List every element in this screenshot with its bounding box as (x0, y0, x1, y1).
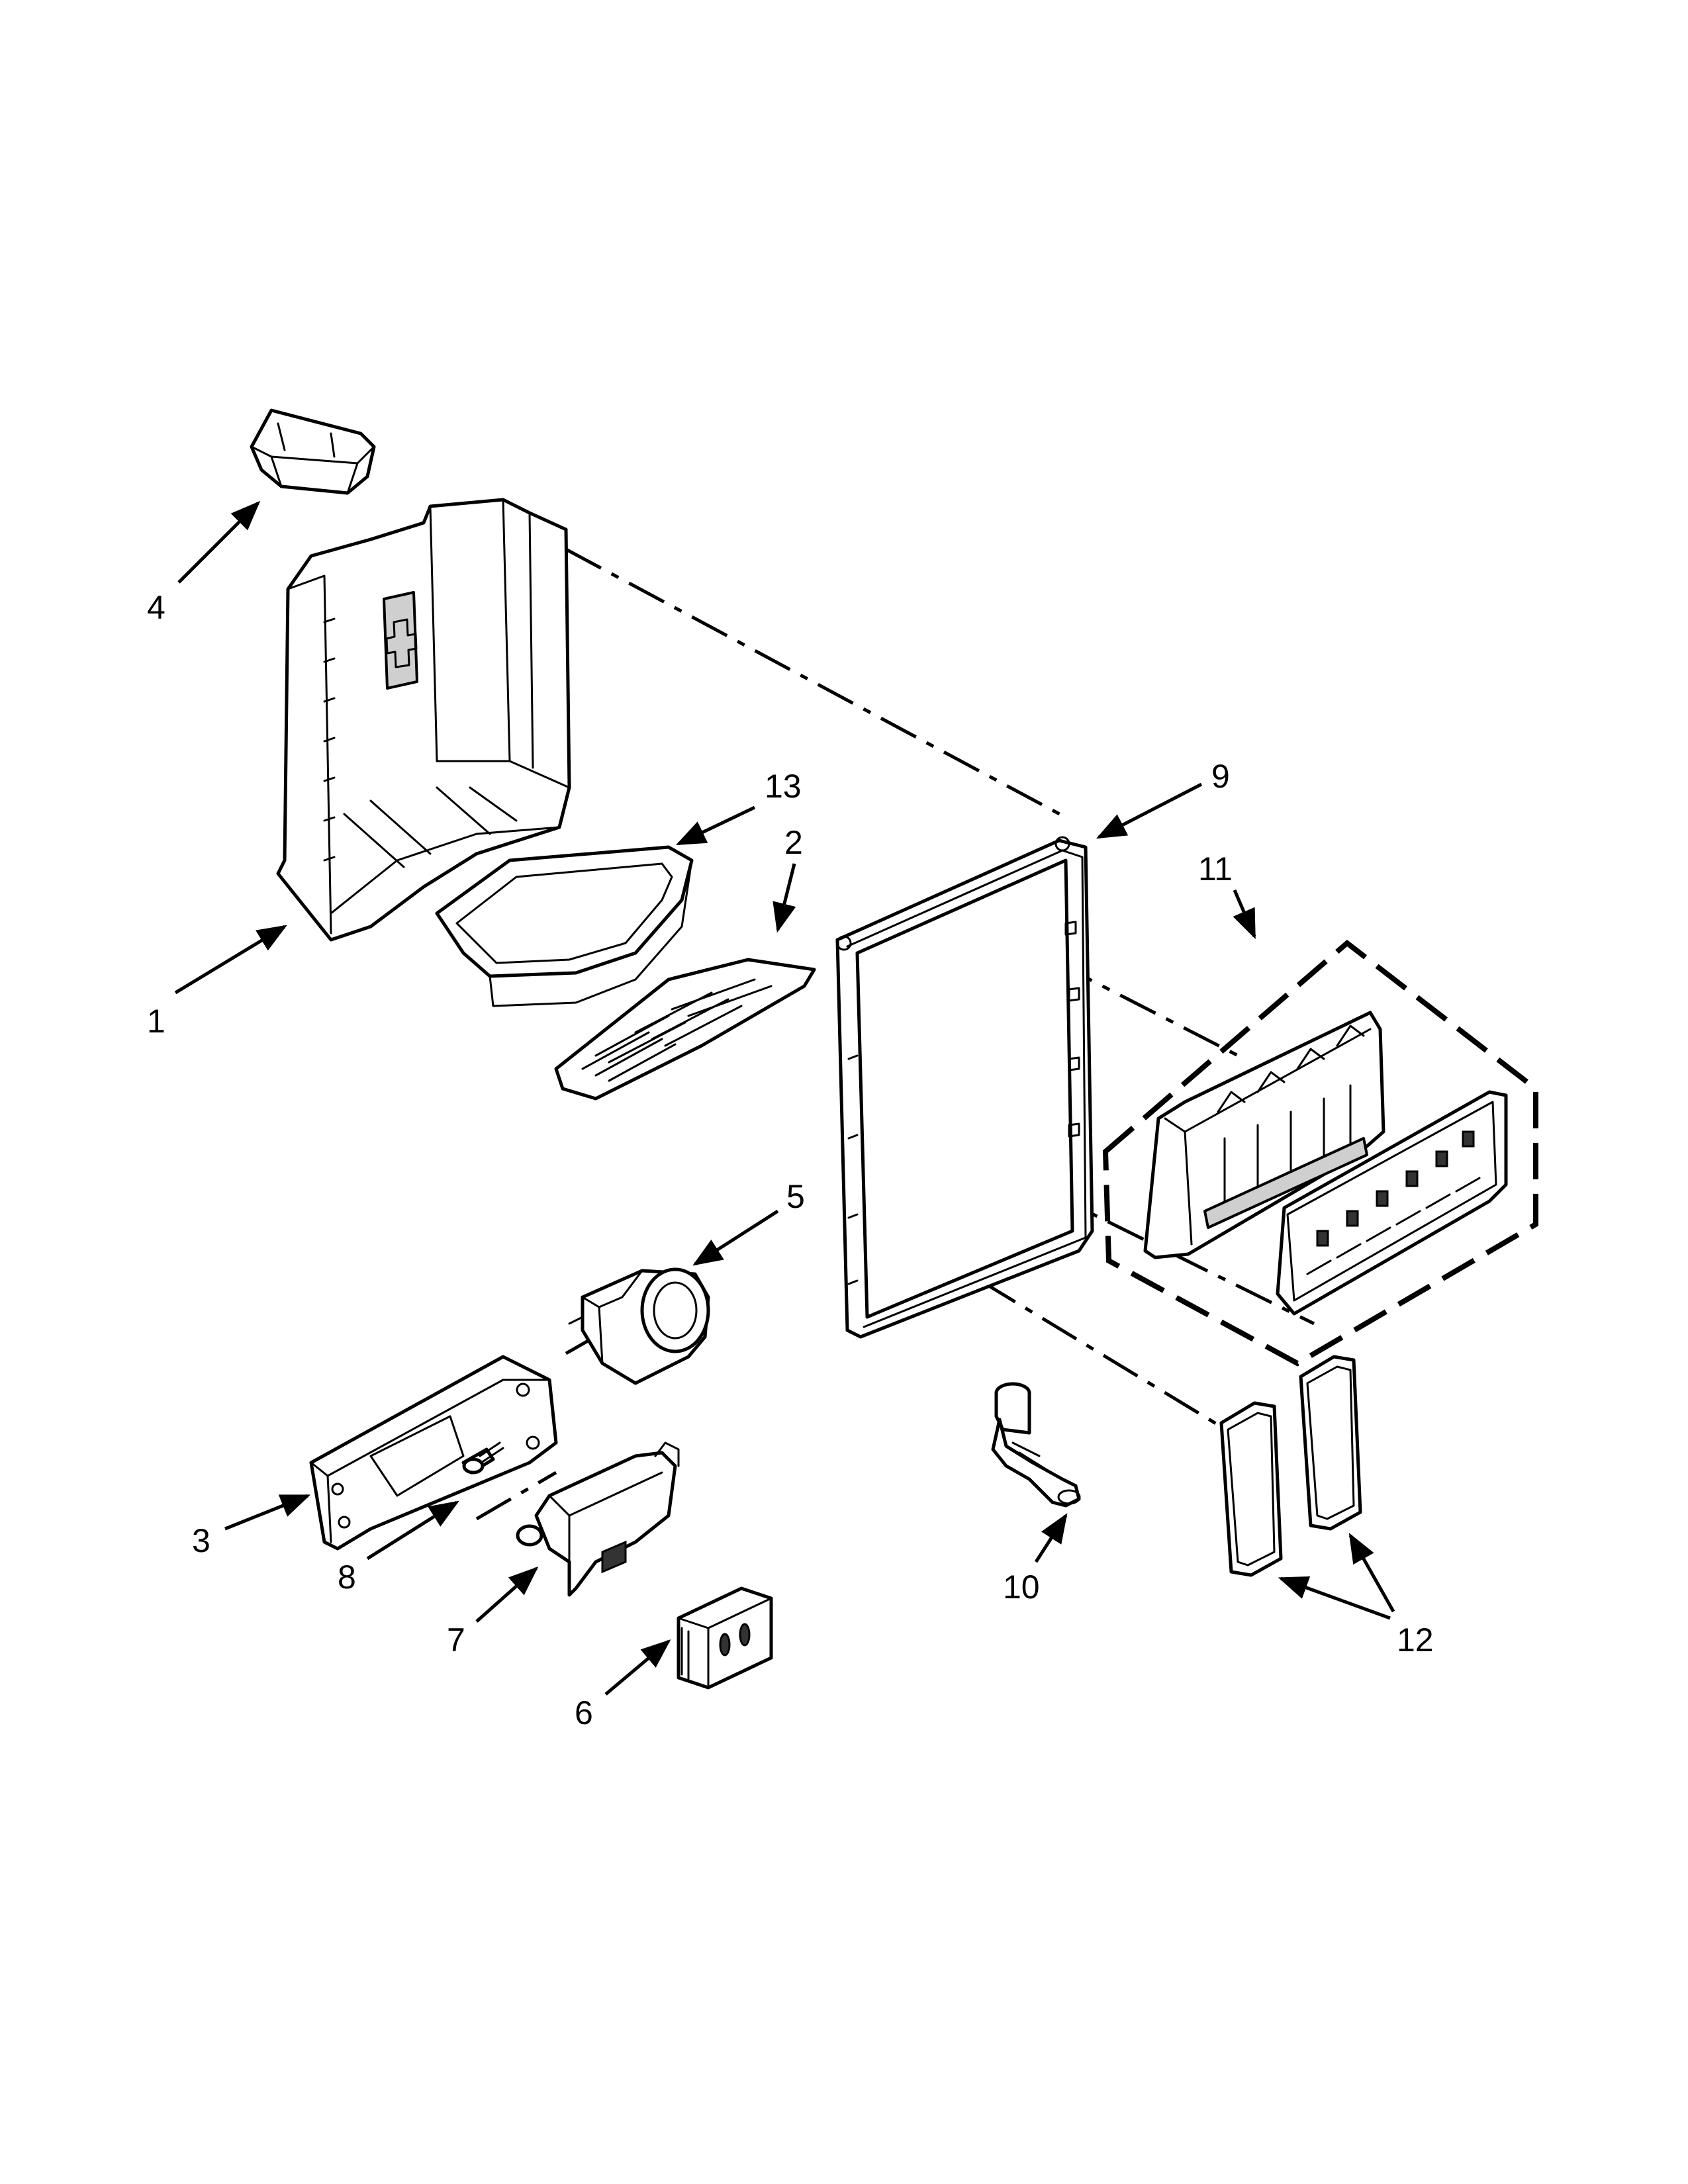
part-9-gasket (835, 836, 1094, 1339)
label-part-9: 9 (1211, 758, 1230, 795)
label-part-1: 1 (147, 1003, 165, 1040)
part-4-cup (250, 408, 376, 495)
label-part-4: 4 (147, 589, 165, 626)
part-12-pads (1219, 1355, 1362, 1577)
label-part-8: 8 (338, 1559, 356, 1596)
part-labels: 4 1 13 2 9 11 5 3 8 7 6 10 12 (147, 589, 1434, 1731)
leader-lines (174, 500, 1395, 1696)
part-13-tray (435, 845, 694, 1007)
part-1-housing (276, 498, 571, 942)
part-11-control-assembly (1102, 939, 1538, 1367)
label-part-7: 7 (447, 1621, 465, 1659)
part-7-actuator (516, 1441, 680, 1597)
label-part-5: 5 (786, 1178, 805, 1215)
label-part-12: 12 (1397, 1621, 1434, 1659)
label-part-10: 10 (1003, 1569, 1040, 1606)
label-part-11: 11 (1198, 850, 1233, 887)
part-2-grille (554, 958, 816, 1101)
part-6-pad (677, 1586, 773, 1690)
label-part-6: 6 (575, 1694, 593, 1731)
label-part-13: 13 (765, 768, 802, 805)
part-3-bracket (309, 1355, 558, 1551)
label-part-2: 2 (784, 824, 803, 861)
alignment-lines (475, 547, 1315, 1521)
label-part-3: 3 (192, 1522, 211, 1559)
part-8-screw (461, 1441, 504, 1475)
part-10-fitting (991, 1382, 1081, 1508)
part-5-motor (568, 1267, 710, 1385)
